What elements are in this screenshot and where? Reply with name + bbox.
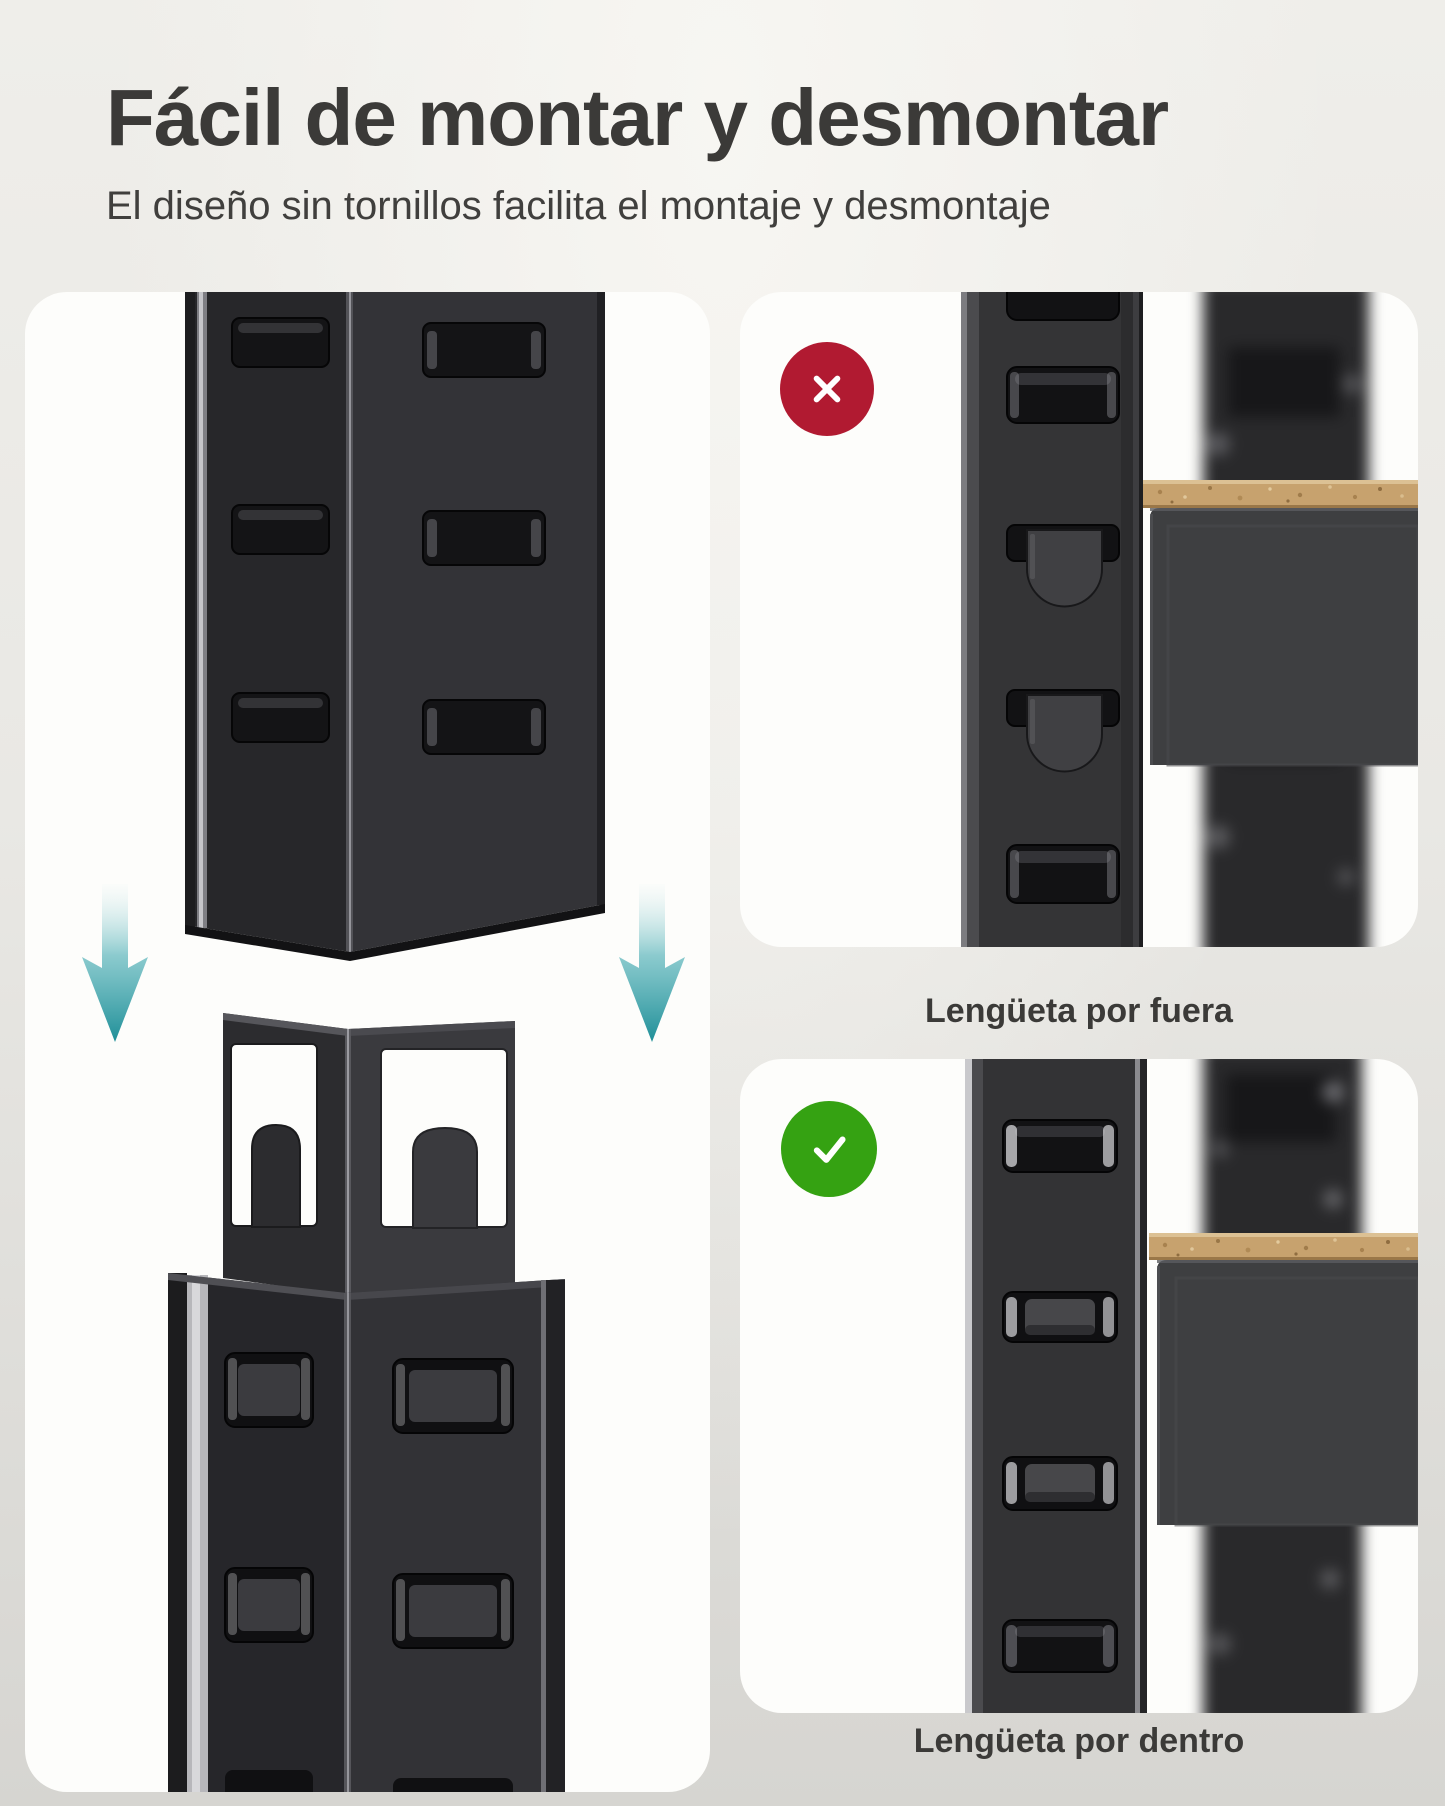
- assembly-panel: [25, 292, 710, 1792]
- check-badge: [781, 1101, 877, 1197]
- upright-post: [965, 1059, 1147, 1713]
- shelf-board: [1143, 480, 1418, 508]
- page-title: Fácil de montar y desmontar: [106, 73, 1169, 162]
- down-arrow-left: [82, 884, 148, 1042]
- wrong-example-panel: [740, 292, 1418, 947]
- tab-outside-illustration: [961, 292, 1418, 947]
- upright-post: [961, 292, 1143, 947]
- right-example-caption: Lengüeta por dentro: [913, 1722, 1245, 1760]
- tab-inside-illustration: [965, 1059, 1418, 1713]
- header: Fácil de montar y desmontar El diseño si…: [106, 73, 1366, 229]
- shelf-skirt: [1157, 1260, 1418, 1527]
- lower-post: [168, 1273, 565, 1792]
- tab-outside: [1006, 524, 1120, 608]
- down-arrow-right: [619, 884, 685, 1042]
- cross-icon: [813, 375, 841, 403]
- top-post: [185, 292, 605, 961]
- wrong-example-caption: Lengüeta por fuera: [925, 992, 1233, 1030]
- shelf-skirt: [1150, 508, 1418, 767]
- page-subtitle: El diseño sin tornillos facilita el mont…: [106, 184, 1051, 228]
- check-icon: [813, 1136, 846, 1163]
- post-slots: [231, 317, 546, 755]
- shelf-board: [1149, 1233, 1418, 1260]
- tab-outside: [1006, 689, 1120, 773]
- lower-post-slots: [224, 1352, 514, 1792]
- tab-inside: [1002, 1456, 1118, 1511]
- shelf-post-assembly-illustration: [82, 292, 685, 1792]
- tab-inside: [1002, 1291, 1118, 1343]
- connector-sleeve: [223, 1013, 515, 1295]
- cross-badge: [780, 342, 874, 436]
